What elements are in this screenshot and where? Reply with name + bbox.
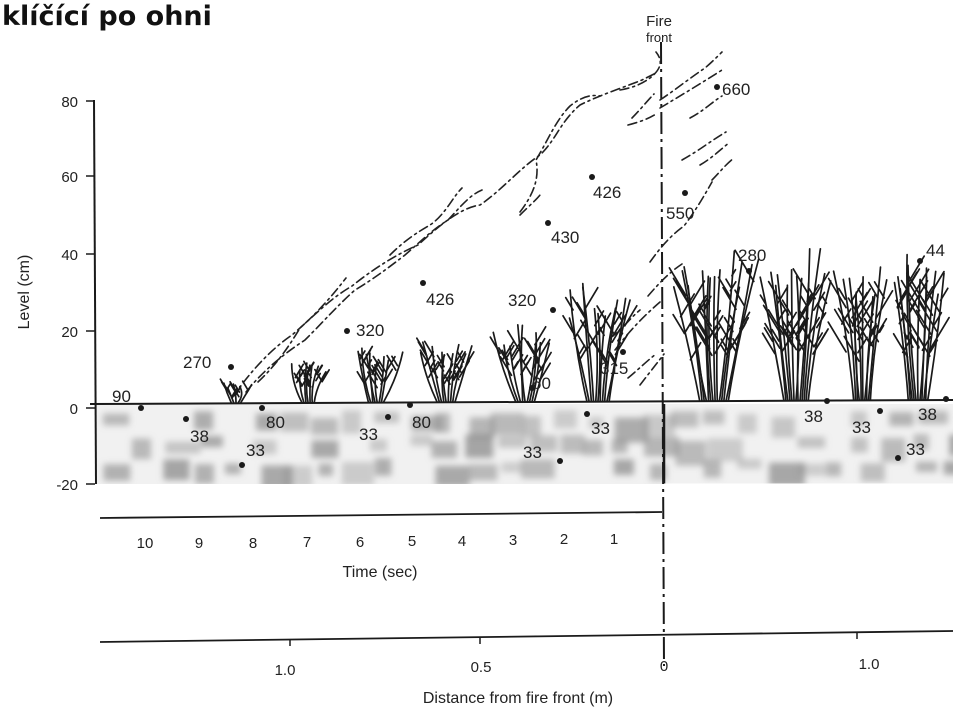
- distance-tick: 1.0: [859, 656, 880, 673]
- time-tick: 5: [408, 533, 416, 550]
- temp-label: 430: [551, 228, 579, 247]
- shrub: [892, 253, 950, 401]
- shrub: [668, 249, 760, 402]
- temp-label: 550: [666, 204, 694, 223]
- temp-label: 660: [722, 80, 750, 99]
- temp-label: 320: [356, 321, 384, 340]
- temp-label: 80: [412, 413, 431, 432]
- y-tick-minus-20: -20: [56, 477, 78, 494]
- distance-axis: 1.0 0.5 0 1.0 Distance from fire front (…: [99, 630, 953, 707]
- temp-label: 38: [918, 405, 937, 424]
- page-title: klíčící po ohni: [2, 1, 212, 32]
- fire-front-marker: Fire front: [646, 13, 953, 667]
- temp-label: 33: [523, 443, 542, 462]
- soil-layer: [96, 404, 953, 484]
- temp-label: 38: [804, 407, 823, 426]
- distance-tick: 0: [660, 658, 668, 675]
- shrub: [290, 360, 330, 403]
- flame-trajectories: [231, 51, 735, 399]
- temp-label: 426: [426, 290, 454, 309]
- distance-axis-label: Distance from fire front (m): [423, 690, 613, 707]
- shrub: [827, 266, 894, 401]
- temp-label: 426: [593, 183, 621, 202]
- temp-label: 33: [852, 418, 871, 437]
- y-tick-0: 0: [70, 401, 78, 418]
- shrub: [759, 247, 832, 402]
- temp-label: 315: [600, 359, 628, 378]
- y-axis: 80 60 40 20 0 -20 Level (cm): [16, 94, 97, 494]
- time-tick: 7: [303, 534, 311, 551]
- temp-label: 80: [266, 413, 285, 432]
- temp-label: 60: [532, 374, 551, 393]
- distance-tick: 1.0: [275, 662, 296, 679]
- time-axis-label: Time (sec): [343, 564, 418, 581]
- distance-tick: 0.5: [471, 659, 492, 676]
- temp-label: 33: [591, 419, 610, 438]
- y-tick-60: 60: [61, 169, 78, 186]
- y-axis-label: Level (cm): [16, 255, 33, 330]
- temp-label: 33: [246, 441, 265, 460]
- fire-front-label-line2: front: [646, 30, 672, 45]
- fire-front-label-line1: Fire: [646, 13, 672, 30]
- time-tick: 4: [458, 533, 466, 550]
- time-tick: 10: [137, 535, 154, 552]
- y-tick-40: 40: [61, 247, 78, 264]
- temp-label: 320: [508, 291, 536, 310]
- time-tick: 6: [356, 534, 364, 551]
- time-tick: 2: [560, 531, 568, 548]
- temp-label: 44: [926, 241, 945, 260]
- shrub: [356, 345, 404, 403]
- shrub: [489, 324, 552, 403]
- y-tick-20: 20: [61, 324, 78, 341]
- temp-label: 280: [738, 246, 766, 265]
- time-tick: 1: [610, 531, 618, 548]
- shrub-clumps: [219, 247, 950, 404]
- temp-label: 270: [183, 353, 211, 372]
- temp-label: 33: [359, 425, 378, 444]
- temp-label: 38: [190, 427, 209, 446]
- shrub: [219, 378, 253, 404]
- shrub: [562, 282, 638, 402]
- shrub: [415, 337, 475, 403]
- time-tick: 8: [249, 535, 257, 552]
- temp-label: 90: [112, 387, 131, 406]
- time-tick: 9: [195, 535, 203, 552]
- time-axis: 10 9 8 7 6 5 4 3 2 1 Time (sec): [99, 511, 663, 581]
- temp-label: 33: [906, 440, 925, 459]
- ground-line: [89, 399, 953, 405]
- temperature-readings: 90 270 38 33 80 320 33 80 426 320 60 33 …: [112, 80, 949, 468]
- y-tick-80: 80: [61, 94, 78, 111]
- time-tick: 3: [509, 532, 517, 549]
